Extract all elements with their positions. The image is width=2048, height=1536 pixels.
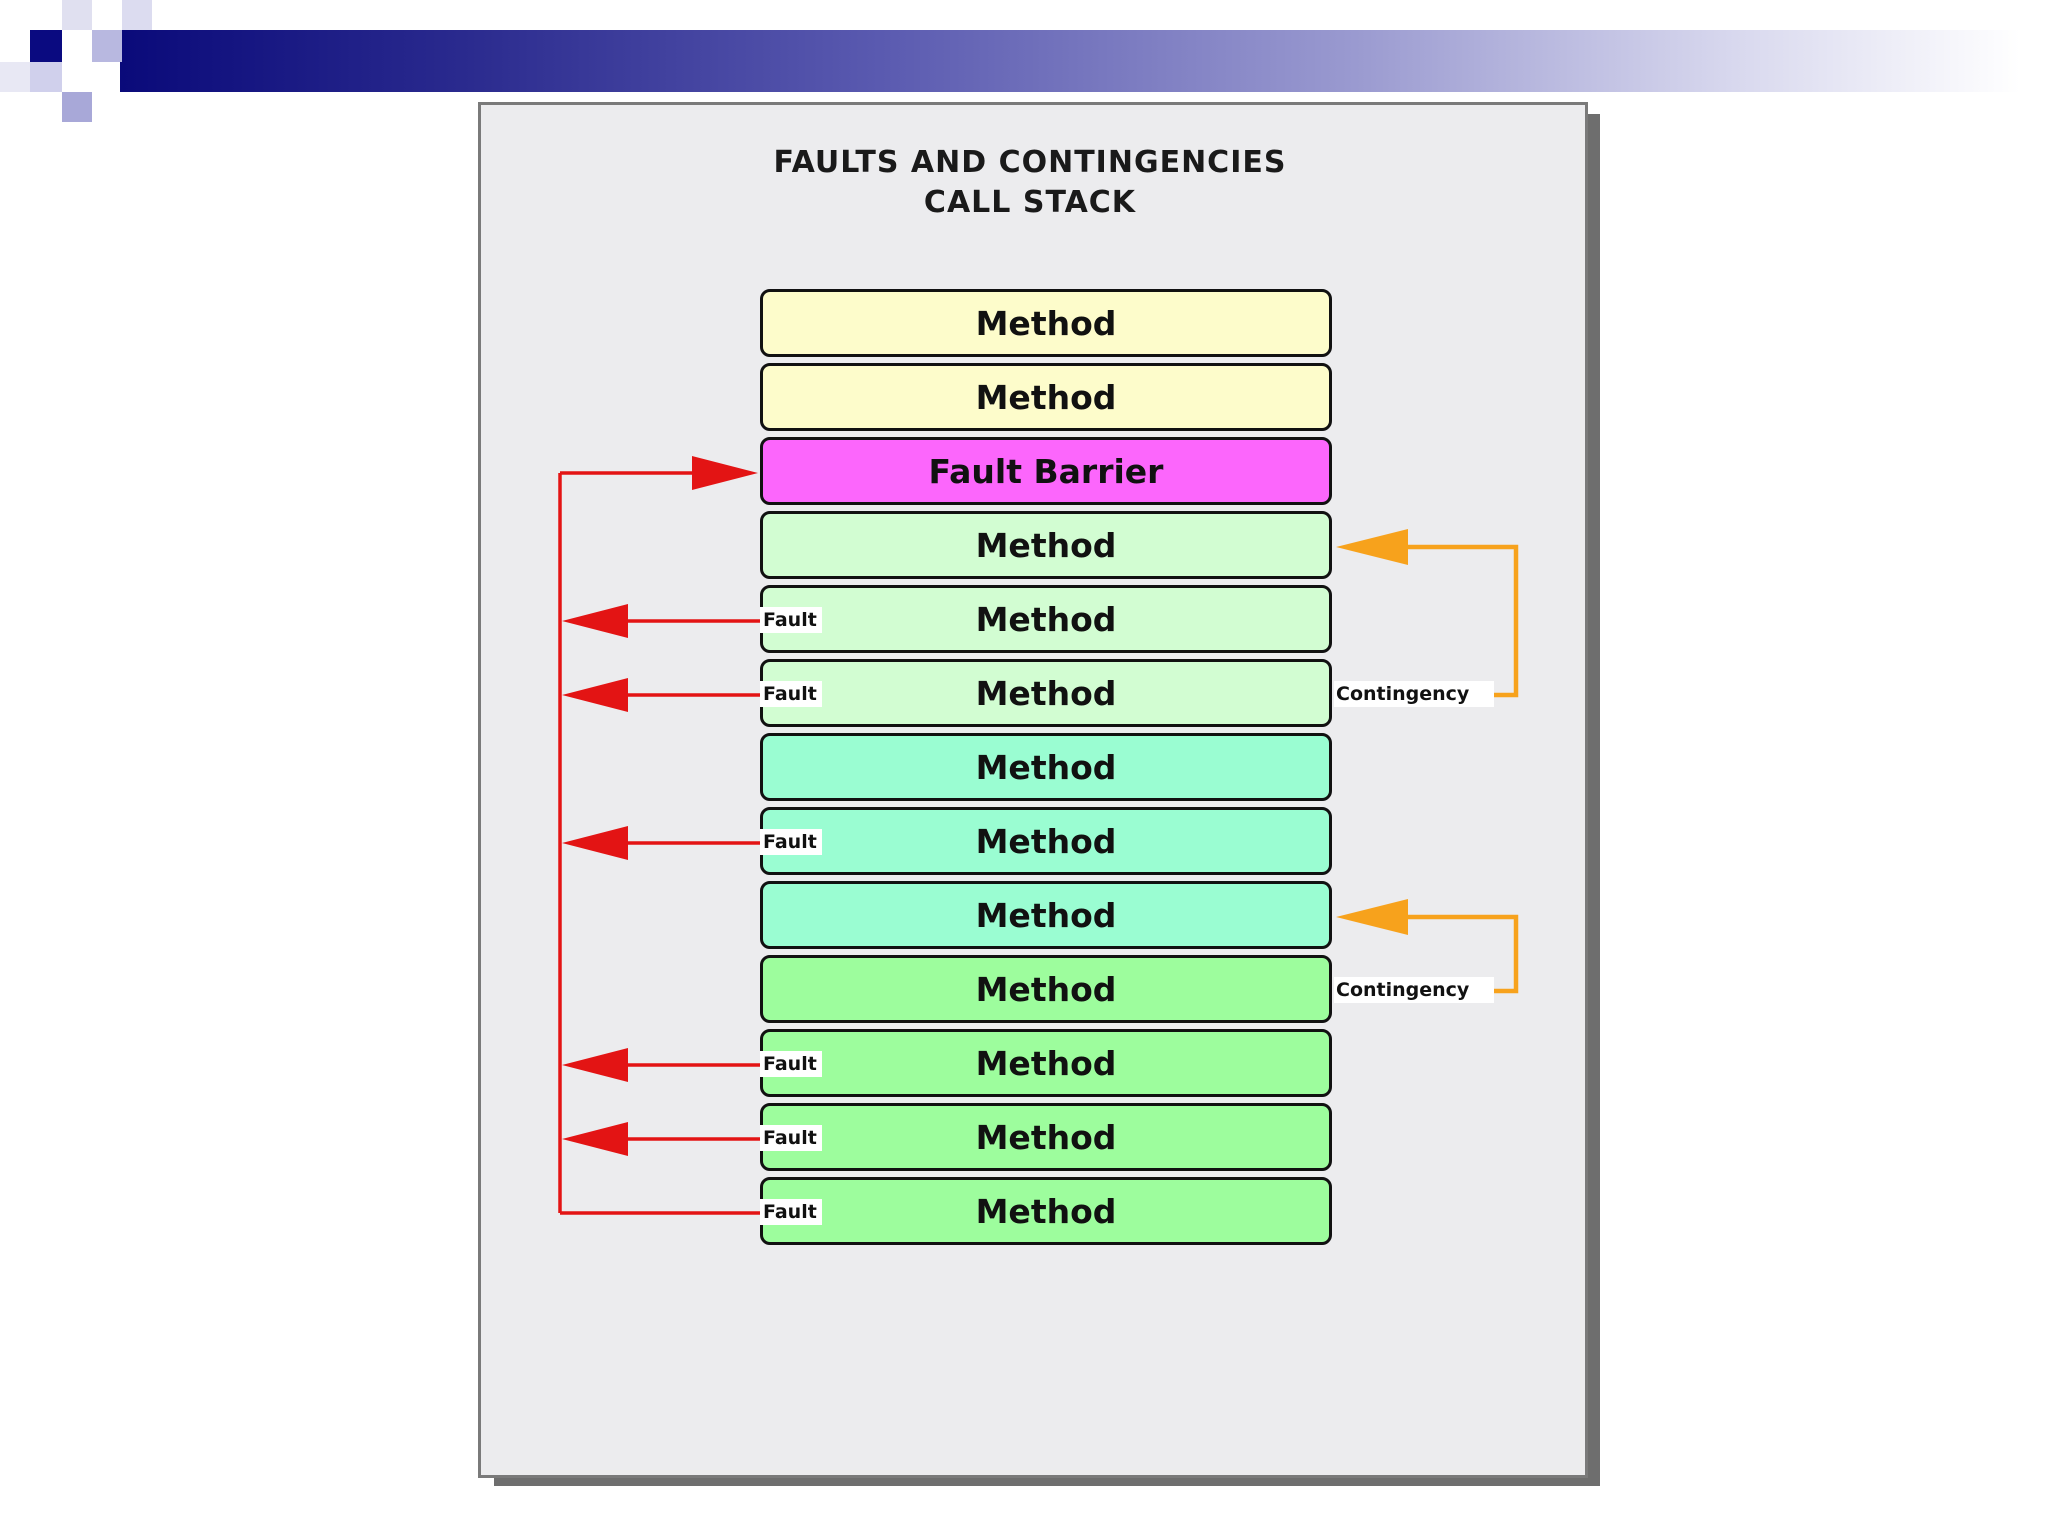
header-square-decoration [0, 62, 30, 92]
contingency-path-lower [1400, 914, 1519, 994]
stack-method: Method [760, 733, 1332, 801]
fault-arrowhead [562, 1048, 628, 1082]
stack-method: Method [760, 585, 1332, 653]
slide-header-bar [120, 30, 2020, 92]
title-line-2: CALL STACK [923, 185, 1137, 220]
stack-method: Method [760, 289, 1332, 357]
fault-label: Fault [760, 681, 822, 707]
stack-method: Method [760, 881, 1332, 949]
header-square-decoration [62, 0, 92, 30]
fault-label: Fault [760, 1199, 822, 1225]
stack-method: Method [760, 363, 1332, 431]
header-square-decoration [122, 0, 152, 30]
stack-method: Method [760, 1029, 1332, 1097]
stack-method: Method [760, 659, 1332, 727]
stack-method: Method [760, 1103, 1332, 1171]
fault-label: Fault [760, 1051, 822, 1077]
stack-method: Method [760, 807, 1332, 875]
fault-arrowhead [562, 604, 628, 638]
contingency-label: Contingency [1334, 681, 1494, 707]
stack-method: Method [760, 1177, 1332, 1245]
header-square-decoration [30, 30, 62, 62]
contingency-arrowhead-lower [1336, 899, 1408, 935]
contingency-path-upper [1400, 544, 1519, 698]
stack-method: Method [760, 955, 1332, 1023]
title-line-1: FAULTS AND CONTINGENCIES [773, 145, 1287, 180]
fault-label: Fault [760, 607, 822, 633]
contingency-arrowhead-upper [1336, 529, 1408, 565]
fault-arrows [558, 471, 760, 1215]
stack-fault-barrier: Fault Barrier [760, 437, 1332, 505]
fault-barrier-arrowhead [692, 456, 758, 490]
fault-arrowhead [562, 1122, 628, 1156]
stack-method: Method [760, 511, 1332, 579]
fault-arrowhead [562, 826, 628, 860]
header-square-decoration [62, 92, 92, 122]
fault-label: Fault [760, 829, 822, 855]
header-square-decoration [30, 62, 62, 92]
fault-arrowhead [562, 678, 628, 712]
contingency-arrowheads [1336, 529, 1408, 935]
fault-label: Fault [760, 1125, 822, 1151]
fault-arrowheads [562, 456, 758, 1156]
contingency-label: Contingency [1334, 977, 1494, 1003]
header-square-decoration [92, 30, 122, 62]
diagram-title: FAULTS AND CONTINGENCIES CALL STACK [478, 143, 1582, 223]
contingency-arrows [1400, 544, 1519, 994]
